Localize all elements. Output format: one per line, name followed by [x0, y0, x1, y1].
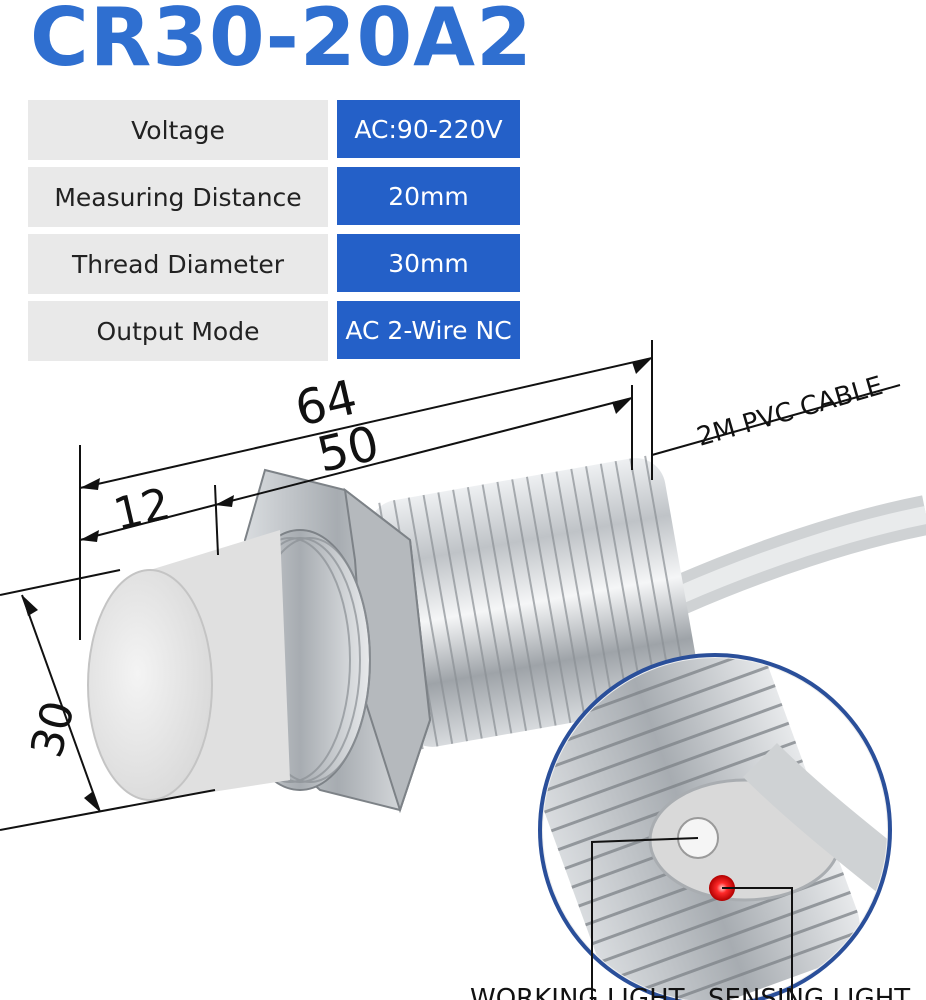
dimension-arrowheads: [22, 358, 652, 812]
hex-nut-face: [343, 487, 432, 814]
spec-label: Thread Diameter: [28, 234, 328, 294]
spec-value: 20mm: [337, 167, 520, 225]
spec-label: Measuring Distance: [28, 167, 328, 227]
product-title: CR30-20A2: [30, 0, 533, 84]
spec-row-measuring-distance: Measuring Distance 20mm: [28, 167, 523, 227]
spec-label: Voltage: [28, 100, 328, 160]
sensing-light-label: SENSING LIGHT: [708, 984, 910, 1000]
spec-value: AC 2-Wire NC: [337, 301, 520, 359]
detail-zoom-circle: [538, 653, 892, 1000]
sensing-cap: [87, 530, 290, 801]
cable-highlight: [676, 506, 926, 604]
dim-total-length: 64: [290, 369, 362, 437]
spec-row-thread-diameter: Thread Diameter 30mm: [28, 234, 523, 294]
dimension-lines: [0, 340, 901, 831]
dim-head-length: 12: [109, 478, 175, 540]
spec-value: 30mm: [337, 234, 520, 292]
cable-label: 2M PVC CABLE: [694, 371, 887, 453]
spec-row-output-mode: Output Mode AC 2-Wire NC: [28, 301, 523, 361]
spec-value: AC:90-220V: [337, 100, 520, 158]
working-light-label: WORKING LIGHT: [470, 984, 685, 1000]
dim-body-length: 50: [312, 415, 384, 483]
dim-diameter: 30: [21, 696, 85, 763]
spec-row-voltage: Voltage AC:90-220V: [28, 100, 523, 160]
spec-label: Output Mode: [28, 301, 328, 361]
